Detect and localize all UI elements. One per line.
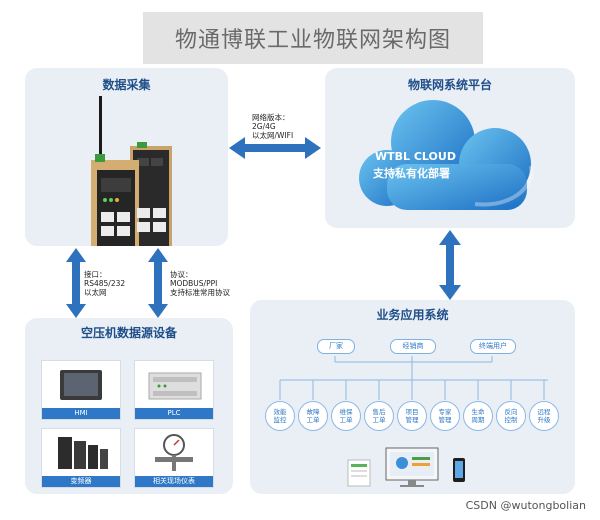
feature-label-7: 生命周期 — [471, 408, 485, 424]
feature-label-1: 效能监控 — [273, 408, 287, 424]
feature-reverse-control: 反向控制 — [496, 401, 526, 431]
network-note-line2: 2G/4G — [252, 122, 276, 131]
arrow-platform-business — [439, 230, 461, 300]
device-card-plc: PLC — [134, 360, 214, 420]
panel-devices: 空压机数据源设备 HMI PLC 变频器 — [25, 318, 233, 494]
device-label-plc: PLC — [135, 408, 213, 419]
panel-title-business: 业务应用系统 — [376, 308, 449, 322]
gateway-devices-image — [91, 96, 172, 246]
device-card-inverter: 变频器 — [41, 428, 121, 488]
panel-title-collect: 数据采集 — [102, 78, 151, 92]
arrow-interface — [66, 248, 86, 318]
connector-lines — [279, 356, 548, 400]
terminal-devices-image — [347, 447, 465, 487]
arrow-collect-platform — [229, 137, 321, 159]
interface-note-line2: RS485/232 — [84, 279, 126, 288]
feature-label-4: 售后工单 — [372, 408, 386, 424]
plc-icon — [148, 372, 202, 400]
feature-label-8: 反向控制 — [504, 408, 518, 424]
gauge-icon — [155, 434, 193, 471]
diagram-title-box: 物通博联工业物联网架构图 — [143, 12, 483, 64]
interface-note-line1: 接口： — [84, 270, 107, 279]
device-label-hmi: HMI — [42, 408, 120, 419]
feature-expert-management: 专家管理 — [430, 401, 460, 431]
interface-note: 接口： RS485/232 以太网 — [84, 270, 125, 297]
cloud-label-line2: 支持私有化部署 — [373, 167, 450, 180]
device-label-instruments: 相关现场仪表 — [135, 476, 213, 487]
watermark: CSDN @wutongbolian — [465, 499, 586, 512]
device-card-hmi: HMI — [41, 360, 121, 420]
feature-label-9: 远程升级 — [537, 408, 551, 424]
diagram-title: 物通博联工业物联网架构图 — [174, 28, 451, 53]
feature-efficiency-monitor: 效能监控 — [265, 401, 295, 431]
arrow-protocol — [148, 248, 168, 318]
protocol-note: 协议： MODBUS/PPI 支持标准常用协议 — [170, 270, 230, 297]
feature-label-5: 项目管理 — [405, 408, 419, 424]
network-note: 网络版本： 2G/4G 以太网/WIFI — [252, 113, 293, 140]
feature-label-2: 故障工单 — [306, 408, 320, 424]
hmi-icon — [60, 370, 102, 400]
interface-note-line3: 以太网 — [84, 288, 107, 297]
panel-business: 业务应用系统 厂家 经销商 终端用户 效能监控 故障工单 维保工单 售后工单 项… — [250, 300, 575, 494]
network-note-line3: 以太网/WIFI — [252, 131, 294, 140]
feature-lifecycle: 生命周期 — [463, 401, 493, 431]
feature-remote-upgrade: 远程升级 — [529, 401, 559, 431]
cloud-icon — [359, 100, 534, 210]
protocol-note-line1: 协议： — [170, 270, 193, 279]
feature-label-6: 专家管理 — [438, 408, 452, 424]
feature-aftersales-ticket: 售后工单 — [364, 401, 394, 431]
inverter-icon — [58, 437, 108, 469]
user-type-manufacturer: 厂家 — [317, 339, 355, 354]
panel-data-collection: 数据采集 — [25, 68, 228, 246]
network-note-line1: 网络版本： — [252, 113, 290, 122]
panel-title-devices: 空压机数据源设备 — [80, 326, 177, 340]
feature-label-3: 维保工单 — [339, 408, 353, 424]
user-type-end-user: 终端用户 — [470, 339, 516, 354]
user-type-distributor: 经销商 — [390, 339, 436, 354]
cloud-label-line1: WTBL CLOUD — [375, 150, 456, 163]
device-label-inverter: 变频器 — [42, 476, 120, 487]
protocol-note-line3: 支持标准常用协议 — [170, 288, 230, 297]
device-card-instruments: 相关现场仪表 — [134, 428, 214, 488]
panel-iot-platform: 物联网系统平台 WTBL CLOUD 支持私有化部署 — [325, 68, 575, 228]
feature-fault-ticket: 故障工单 — [298, 401, 328, 431]
feature-project-management: 项目管理 — [397, 401, 427, 431]
protocol-note-line2: MODBUS/PPI — [170, 279, 218, 288]
panel-title-platform: 物联网系统平台 — [407, 78, 492, 92]
feature-maintenance-ticket: 维保工单 — [331, 401, 361, 431]
